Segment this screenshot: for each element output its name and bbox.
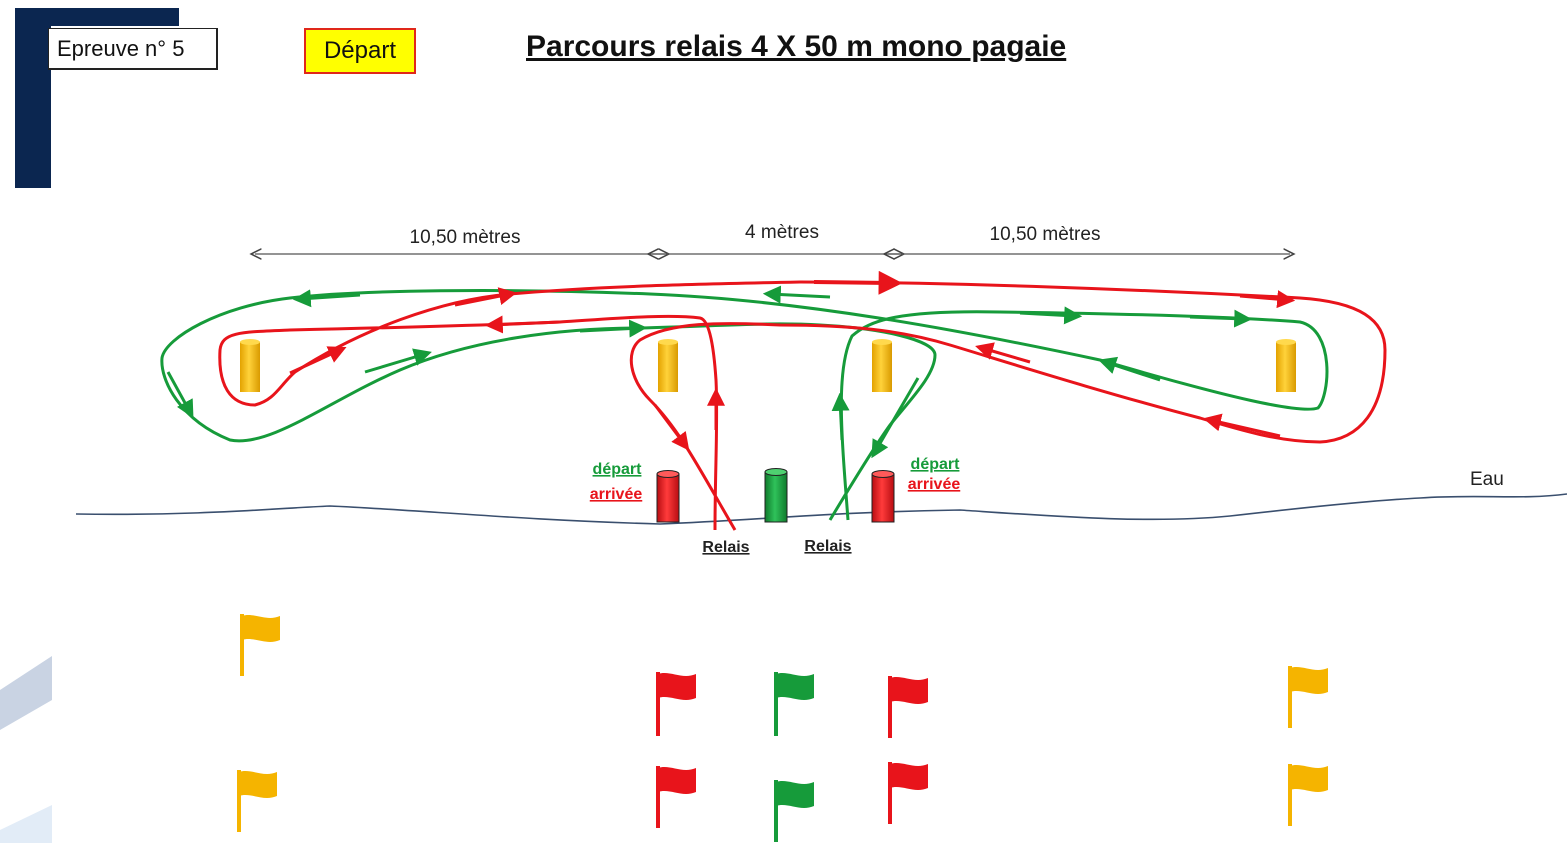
relais-label-left: Relais <box>702 539 749 556</box>
green-arrow-7 <box>364 348 432 374</box>
yellow-buoy-3 <box>872 339 892 392</box>
red-arrow-7 <box>454 287 518 307</box>
red-arrow-3 <box>1202 413 1281 438</box>
dimension-label-left: 10,50 mètres <box>410 227 521 248</box>
yellow-flag-2 <box>237 770 277 832</box>
start-finish-buoys <box>656 468 895 523</box>
red-arrow-1 <box>813 270 903 295</box>
green-buoy-center <box>764 468 788 523</box>
left-arrivee-label: arrivée <box>590 486 643 503</box>
green-arrow-8 <box>579 319 648 338</box>
green-arrow-3 <box>1098 356 1161 382</box>
red-flag-1 <box>656 672 696 736</box>
right-depart-label: départ <box>911 456 961 473</box>
red-arrow-2 <box>1239 290 1296 309</box>
relais-label-right: Relais <box>804 538 851 555</box>
red-buoy-right <box>871 470 895 523</box>
green-arrow-2 <box>1189 309 1253 328</box>
green-arrow-9 <box>871 377 920 459</box>
red-route <box>218 270 1387 531</box>
dimension-lines: 10,50 mètres 4 mètres 10,50 mètres <box>255 222 1290 254</box>
red-flag-3 <box>888 676 928 738</box>
red-buoy-left <box>656 470 680 523</box>
red-flag-2 <box>656 766 696 828</box>
dimension-label-center: 4 mètres <box>745 222 819 243</box>
dimension-label-right: 10,50 mètres <box>990 224 1101 245</box>
red-arrow-5 <box>484 315 561 334</box>
yellow-flag-1 <box>240 614 280 676</box>
depart-button[interactable]: Départ <box>304 28 416 74</box>
green-arrow-6 <box>166 371 194 419</box>
brand-corner-block <box>15 8 51 188</box>
epreuve-label: Epreuve n° 5 <box>48 28 218 70</box>
yellow-buoy-2 <box>658 339 678 392</box>
green-arrow-10 <box>831 392 850 441</box>
yellow-buoy-4 <box>1276 339 1296 392</box>
green-arrow-1 <box>1019 306 1083 325</box>
green-arrow-4 <box>762 285 831 304</box>
brand-corner-bar <box>15 8 179 26</box>
yellow-flag-3 <box>1288 666 1328 728</box>
yellow-flag-4 <box>1288 764 1328 826</box>
right-arrivee-label: arrivée <box>908 476 961 493</box>
turning-buoys <box>240 339 1296 392</box>
red-arrow-8 <box>653 404 690 451</box>
water-line <box>75 493 1567 525</box>
water-label: Eau <box>1470 469 1504 490</box>
yellow-buoy-1 <box>240 339 260 392</box>
red-arrow-4 <box>975 342 1031 364</box>
green-flag-1 <box>774 672 814 736</box>
page-title: Parcours relais 4 X 50 m mono pagaie <box>526 30 1067 63</box>
brand-stripe-2 <box>0 805 52 843</box>
left-depart-label: départ <box>593 461 643 478</box>
red-arrow-6 <box>289 346 347 375</box>
green-flag-2 <box>774 780 814 842</box>
green-arrow-5 <box>292 289 361 308</box>
red-flag-4 <box>888 762 928 824</box>
brand-stripe-1 <box>0 656 52 730</box>
shore-flags <box>237 614 1328 842</box>
